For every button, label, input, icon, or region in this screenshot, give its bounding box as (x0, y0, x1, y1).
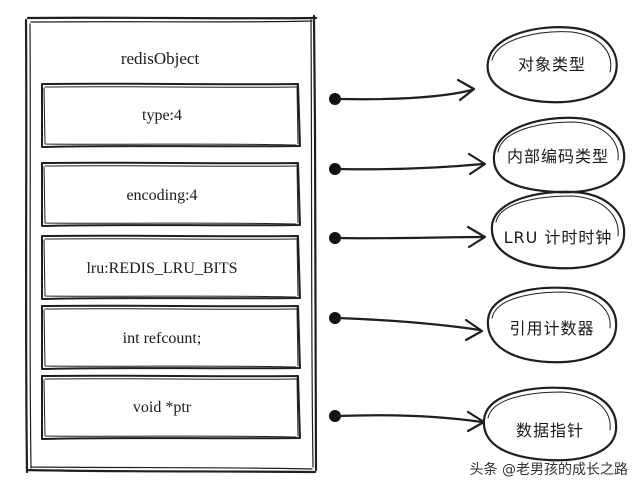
struct-outer-frame (24, 14, 318, 474)
bubble-label-ptr: 数据指针 (516, 421, 584, 440)
arrow-type (329, 78, 476, 105)
bubble-label-lru: LRU 计时时钟 (504, 228, 613, 247)
bubble-refcount: 引用计数器 (486, 286, 618, 364)
arrow-refcount (329, 312, 484, 342)
field-box-refcount: int refcount; (41, 304, 301, 370)
field-box-encoding: encoding:4 (41, 161, 301, 227)
bubble-label-encoding: 内部编码类型 (507, 147, 609, 166)
bubble-label-type: 对象类型 (518, 55, 586, 74)
field-box-lru: lru:REDIS_LRU_BITS (41, 234, 301, 300)
field-label-ptr: void *ptr (133, 399, 192, 416)
bubble-ptr: 数据指针 (482, 386, 618, 462)
field-label-encoding: encoding:4 (126, 187, 197, 204)
field-label-type: type:4 (142, 107, 182, 124)
bubble-encoding: 内部编码类型 (492, 116, 626, 194)
arrow-encoding (329, 152, 487, 176)
field-label-lru: lru:REDIS_LRU_BITS (86, 260, 237, 277)
bubble-label-refcount: 引用计数器 (509, 319, 594, 338)
arrow-lru (329, 225, 487, 249)
struct-title: redisObject (121, 49, 200, 68)
bubble-type: 对象类型 (486, 26, 618, 104)
field-label-refcount: int refcount; (123, 330, 202, 347)
field-box-type: type:4 (41, 82, 301, 148)
field-box-ptr: void *ptr (41, 374, 301, 440)
bubble-lru: LRU 计时时钟 (490, 190, 626, 270)
arrow-ptr (329, 410, 486, 433)
watermark: 头条 @老男孩的成长之路 (469, 462, 628, 478)
